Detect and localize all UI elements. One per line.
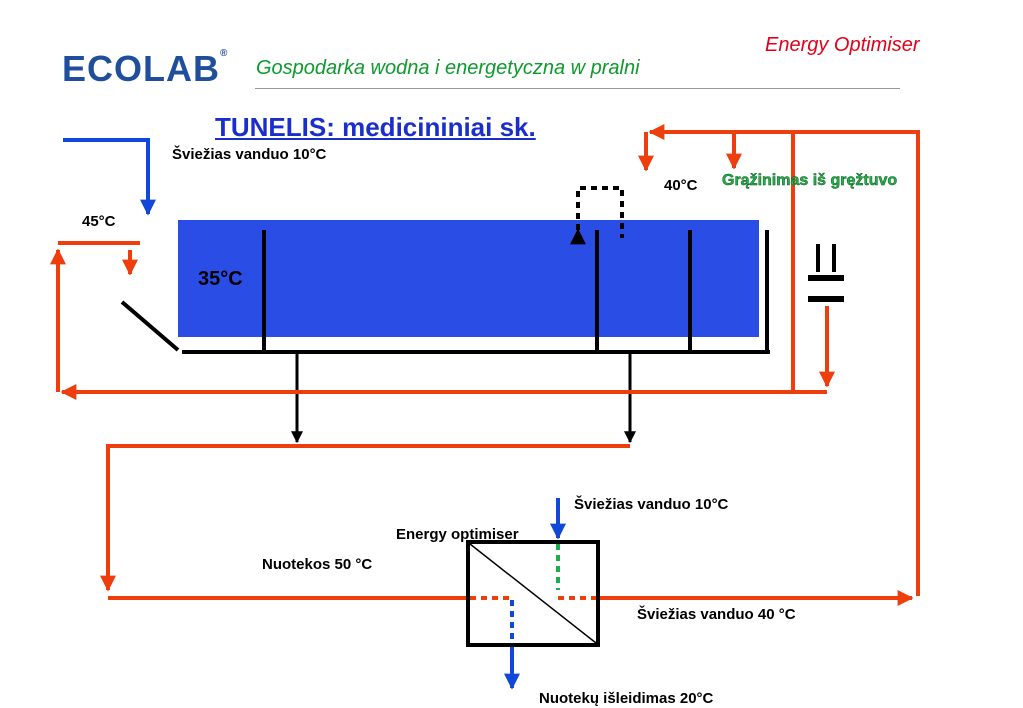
energy-optimiser-box <box>466 540 600 647</box>
brand-title: Energy Optimiser <box>765 34 920 56</box>
fresh-water-inlet <box>63 138 156 216</box>
label-tank-temp: 35°C <box>198 268 243 290</box>
header-divider <box>255 88 900 89</box>
label-fresh-inlet: Šviežias vanduo 10°C <box>172 146 327 163</box>
page-subtitle: Gospodarka wodna i energetyczna w pralni <box>256 57 640 79</box>
label-energy-optimiser: Energy optimiser <box>396 526 519 543</box>
label-discharge: Nuotekų išleidimas 20°C <box>539 690 714 707</box>
label-wastewater-in: Nuotekos 50 °C <box>262 556 373 573</box>
press-symbol <box>808 244 844 302</box>
tunnel-tank <box>178 220 759 337</box>
internal-transfer <box>570 186 624 245</box>
label-inlet-45: 45°C <box>82 213 116 230</box>
tank-walls <box>120 230 770 354</box>
label-fresh-optimiser-in: Šviežias vanduo 10°C <box>574 496 729 513</box>
label-return-from-press: Grąžinimas iš gręžtuvo <box>722 172 898 190</box>
label-return-40: 40°C <box>664 177 698 194</box>
ecolab-logo: ECOLAB® <box>62 48 229 89</box>
tank-outlets <box>291 354 636 444</box>
page-title: TUNELIS: medicininiai sk. <box>215 112 536 142</box>
label-fresh-optimiser-out: Šviežias vanduo 40 °C <box>637 606 796 623</box>
hot-pipes <box>50 124 920 606</box>
